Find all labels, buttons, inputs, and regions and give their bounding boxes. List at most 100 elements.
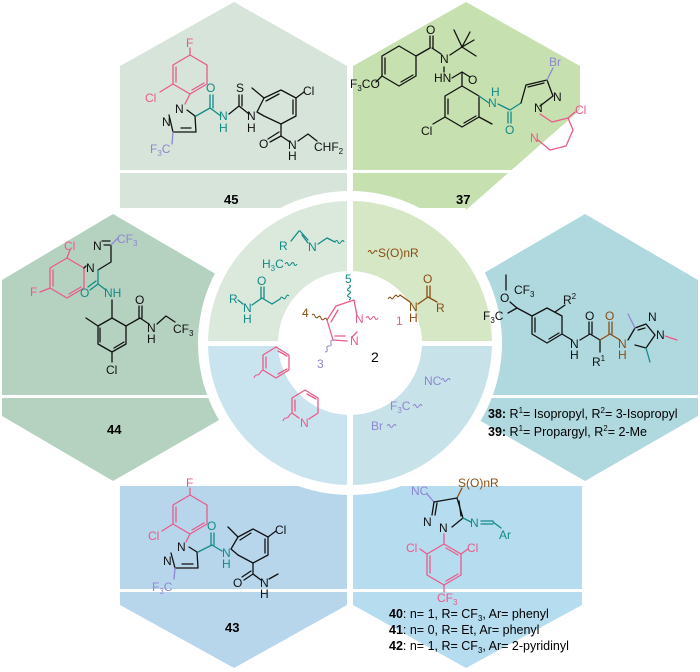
atom-label: H xyxy=(260,587,269,601)
atom-label: Cl xyxy=(275,523,286,537)
core-compound-number: 2 xyxy=(371,349,379,365)
atom-label: O xyxy=(257,274,266,288)
atom-label: R xyxy=(229,292,238,306)
atom-label: N xyxy=(470,516,479,530)
atom-label: N xyxy=(288,138,297,152)
caption-42: 42: n= 1, R= CF3, Ar= 2-pyridinyl xyxy=(389,639,569,655)
atom-label: Br xyxy=(549,55,561,69)
atom-label: NC xyxy=(424,374,442,388)
atom-label: O xyxy=(605,309,614,323)
compound-43-structure: F Cl N N F3C O N H Cl O N H xyxy=(148,476,286,601)
atom-label: Cl xyxy=(575,103,586,117)
atom-label: S(O)nR xyxy=(378,246,419,260)
atom-label: N xyxy=(423,515,432,529)
atom-label: H xyxy=(409,311,418,325)
atom-label: N xyxy=(553,90,562,104)
atom-label: R1 xyxy=(592,354,606,369)
atom-label: F3C xyxy=(150,142,171,158)
atom-label: N xyxy=(350,334,359,348)
atom-label: N xyxy=(648,310,657,324)
atom-label: Cl xyxy=(64,239,75,253)
atom-label: O xyxy=(206,81,215,95)
atom-label: CF3 xyxy=(117,232,138,248)
atom-label: F xyxy=(186,36,193,50)
atom-label: Cl xyxy=(467,541,478,555)
atom-label: N xyxy=(440,52,449,66)
compound-40-42-captions: 40: n= 1, R= CF3, Ar= phenyl 41: n= 0, R… xyxy=(389,607,569,655)
atom-label: N xyxy=(247,109,256,123)
atom-label: N xyxy=(219,109,228,123)
compound-number-45: 45 xyxy=(224,192,238,207)
atom-label: O xyxy=(426,23,435,37)
atom-label: HN xyxy=(434,71,451,85)
atom-label: O xyxy=(80,286,89,300)
atom-label: R xyxy=(436,301,445,315)
hex-tile-38 xyxy=(472,214,698,481)
atom-label: Cl xyxy=(303,84,314,98)
atom-label: R2 xyxy=(563,292,577,307)
atom-label: H xyxy=(618,348,627,362)
atom-label: Ar xyxy=(499,528,511,542)
hex-divider xyxy=(353,170,583,173)
atom-label: O xyxy=(233,576,242,590)
center-wheel xyxy=(198,191,502,495)
atom-label: H xyxy=(222,557,231,571)
caption-40: 40: n= 1, R= CF3, Ar= phenyl xyxy=(389,607,549,623)
atom-label: R xyxy=(279,239,288,253)
atom-label: N xyxy=(93,239,102,253)
atom-label: O xyxy=(259,137,268,151)
atom-label: H xyxy=(147,332,156,346)
atom-label: H xyxy=(243,312,252,326)
atom-label: N xyxy=(355,312,364,326)
sector-bottom-left-substituents: N xyxy=(253,346,319,430)
atom-label: CF3 xyxy=(514,283,535,299)
hex-divider xyxy=(2,395,228,398)
atom-label: NC xyxy=(411,484,429,498)
atom-label: N xyxy=(570,337,579,351)
atom-label: O xyxy=(468,73,477,87)
position-label: 5 xyxy=(345,272,352,286)
sector-bottom-right-substituents: NC F3C Br xyxy=(371,374,451,433)
caption-38: 38: R1= Isopropyl, R2= 3-Isopropyl xyxy=(488,406,678,421)
atom-label: H xyxy=(288,149,297,163)
atom-label: O xyxy=(423,272,432,286)
caption-39: 39: R1= Propargyl, R2= 2-Me xyxy=(488,424,647,439)
hex-divider xyxy=(120,589,347,592)
hex-tile-40-42 xyxy=(353,486,582,668)
atom-label: Cl xyxy=(148,529,159,543)
compound-number-44: 44 xyxy=(107,422,122,437)
atom-label: N xyxy=(163,554,172,568)
atom-label: O xyxy=(135,293,144,307)
atom-label: H xyxy=(570,348,579,362)
position-label: 3 xyxy=(317,357,324,371)
position-label: 4 xyxy=(302,306,309,320)
atom-label: S xyxy=(236,81,244,95)
atom-label: Br xyxy=(371,419,383,433)
atom-label: N xyxy=(656,328,665,342)
atom-label: N xyxy=(488,96,497,110)
atom-label: S(O)nR xyxy=(458,476,499,490)
compound-38-39-structure: O CF3 F3C R2 N H O R1 O N H N N xyxy=(483,274,678,369)
atom-label: N xyxy=(86,261,95,275)
atom-label: N xyxy=(260,576,269,590)
hex-tile-43 xyxy=(120,486,347,668)
atom-label: O xyxy=(585,309,594,323)
sector-top-left-substituents: R N H3C R N H O xyxy=(229,230,345,326)
atom-label: N xyxy=(308,240,317,254)
sector-top-right-substituents: S(O)nR N H O R xyxy=(367,246,445,325)
atom-label: CF3 xyxy=(173,322,194,338)
atom-label: O xyxy=(500,291,509,305)
atom-label: N xyxy=(162,115,171,129)
atom-label: O xyxy=(207,519,216,533)
atom-label: N xyxy=(243,301,252,315)
atom-label: H xyxy=(219,121,228,135)
hex-divider xyxy=(120,170,347,173)
hex-divider xyxy=(472,395,698,398)
atom-label: CHF2 xyxy=(314,140,344,156)
hex-tile-37 xyxy=(353,2,583,210)
atom-label: N xyxy=(618,337,627,351)
atom-label: Cl xyxy=(406,541,417,555)
atom-label: F3C xyxy=(390,399,411,415)
atom-label: H3C xyxy=(262,257,284,273)
